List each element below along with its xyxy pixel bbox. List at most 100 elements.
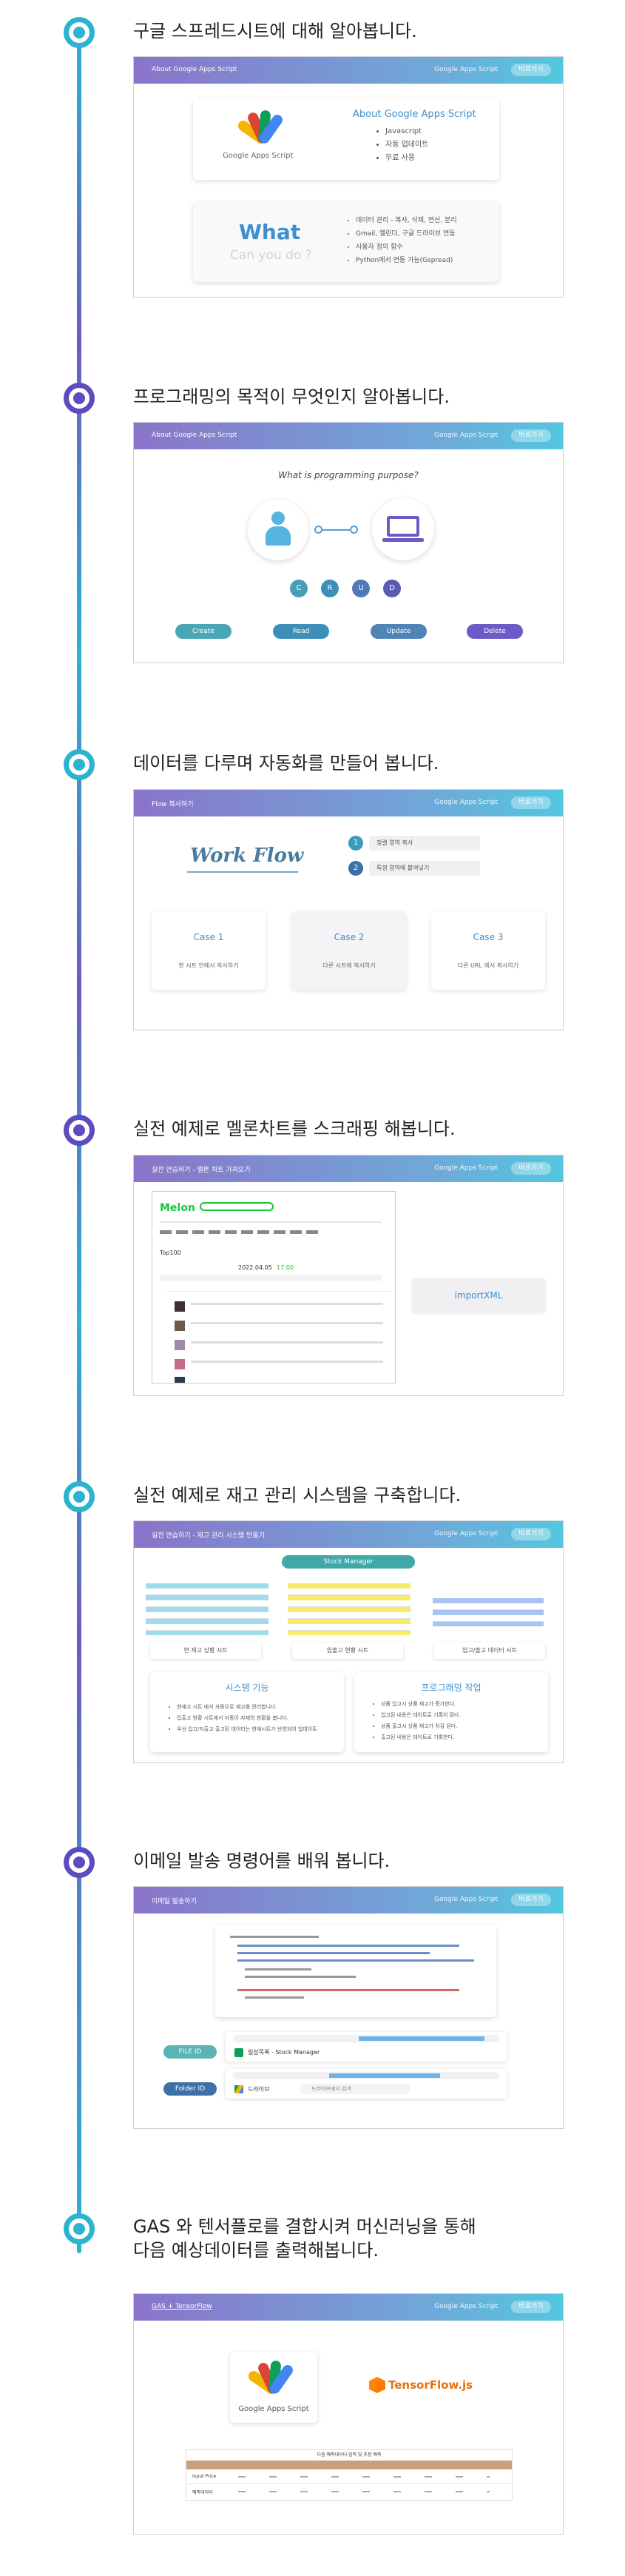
sheet-name: 일상목록 - Stock Manager — [248, 2049, 320, 2056]
shortcut-button[interactable]: 바로가기 — [511, 2301, 551, 2313]
purpose-question: What is programming purpose? — [278, 470, 419, 480]
about-title: About Google Apps Script — [353, 109, 476, 120]
drive-search-input[interactable]: 드라이브에서 검색 — [300, 2084, 411, 2094]
step-2-badge: 2 — [348, 861, 363, 876]
case-desc: 다른 시트에 복사하기 — [322, 962, 376, 969]
feature-item: 입출고 현황 시트에서 자동이 자재의 현황을 봅니다. — [177, 1713, 317, 1724]
card-header: 실전 연습하기 - 재고 관리 시스템 만들기 Google Apps Scri… — [134, 1521, 563, 1548]
sheets-icon — [234, 2048, 243, 2057]
computer-circle — [372, 498, 434, 560]
case-1-card[interactable]: Case 1 한 시트 안에서 복사하기 — [152, 911, 266, 990]
about-item: 무료 사용 — [385, 152, 428, 165]
current-stock-table — [146, 1583, 268, 1635]
row-label-input: Input Price — [192, 2474, 217, 2479]
stock-manager-banner: Stock Manager — [282, 1555, 415, 1569]
task-item: 상품 출고시 상품 재고가 차감 된다. — [381, 1721, 461, 1732]
user-icon — [271, 511, 285, 525]
what-title: What — [239, 220, 301, 244]
timeline-dot-7 — [64, 2213, 95, 2244]
row-label-prediction: 예측데이터 — [192, 2490, 213, 2495]
card-header-right: Google Apps Script — [434, 2303, 498, 2310]
section-title-4: 실전 예제로 멜론차트를 스크래핑 해봅니다. — [133, 1118, 456, 1139]
card-tensorflow: GAS + TensorFlow Google Apps Script 바로가기… — [133, 2293, 564, 2535]
task-item: 출고된 내용은 데이트로 기록한다. — [381, 1732, 461, 1743]
folder-id-button[interactable]: Folder ID — [163, 2082, 217, 2096]
tag-inout-data: 입고/출고 데이터 시트 — [434, 1643, 545, 1659]
gas-logo-icon — [246, 2356, 300, 2398]
update-button[interactable]: Update — [371, 624, 427, 639]
card-header-title: About Google Apps Script — [152, 432, 237, 439]
step-1-badge: 1 — [348, 836, 363, 851]
card-header: About Google Apps Script Google Apps Scr… — [134, 57, 563, 84]
section-title-3: 데이터를 다루며 자동화를 만들어 봅니다. — [133, 753, 439, 774]
card-header-right: Google Apps Script — [434, 1530, 498, 1537]
case-3-card[interactable]: Case 3 다른 URL 에서 복사하기 — [431, 911, 545, 990]
about-list: Javascript 자동 업데이트 무료 사용 — [375, 125, 428, 165]
card-about-gas: About Google Apps Script Google Apps Scr… — [133, 56, 564, 298]
gas-logo-icon — [236, 106, 289, 147]
shortcut-button[interactable]: 바로가기 — [511, 796, 551, 809]
card-header-right: Google Apps Script — [434, 66, 498, 73]
tensorflow-logo-text: TensorFlow.js — [388, 2378, 473, 2392]
what-item: 데이터 관리 - 복사, 삭제, 연산, 분리 — [356, 214, 457, 227]
case-title: Case 1 — [193, 932, 224, 942]
read-button[interactable]: Read — [273, 624, 329, 639]
card-header: GAS + TensorFlow Google Apps Script 바로가기 — [134, 2294, 563, 2321]
card-header-right: Google Apps Script — [434, 1164, 498, 1172]
case-2-card[interactable]: Case 2 다른 시트에 복사하기 — [292, 911, 406, 990]
section-title-1: 구글 스프레드시트에 대해 알아봅니다. — [133, 21, 417, 41]
case-title: Case 3 — [473, 932, 504, 942]
shortcut-button[interactable]: 바로가기 — [511, 1162, 551, 1175]
section-title-7-line2: 다음 예상데이터를 출력해봅니다. — [133, 2240, 379, 2261]
what-box: What Can you do ? 데이터 관리 - 복사, 삭제, 연산, 분… — [193, 202, 499, 282]
section-title-2: 프로그래밍의 목적이 무엇인지 알아봅니다. — [133, 386, 450, 407]
crud-r: R — [321, 580, 339, 597]
section-title-7-line1: GAS 와 텐서플로를 결합시켜 머신러닝을 통해 — [133, 2216, 476, 2237]
melon-screenshot: Melon Top100 2022.04.05 17:00 — [152, 1191, 396, 1383]
sheet-url-bar: 일상목록 - Stock Manager — [226, 2032, 507, 2062]
user-circle — [248, 500, 308, 560]
importxml-button[interactable]: importXML — [412, 1278, 545, 1312]
shortcut-button[interactable]: 바로가기 — [511, 429, 551, 442]
timeline-dot-5 — [64, 1481, 95, 1512]
file-id-button[interactable]: FILE ID — [163, 2045, 217, 2059]
crud-c: C — [290, 580, 308, 597]
gas-logo-box: Google Apps Script — [230, 2352, 317, 2423]
album-thumb — [175, 1377, 185, 1383]
card-melon-chart: 실전 연습하기 - 멜론 차트 가져오기 Google Apps Script … — [133, 1155, 564, 1396]
section-title-6: 이메일 발송 명령어를 배워 봅니다. — [133, 1851, 391, 1871]
album-thumb — [175, 1359, 185, 1369]
melon-search[interactable] — [200, 1202, 274, 1211]
delete-button[interactable]: Delete — [467, 624, 523, 639]
section-title-5: 실전 예제로 재고 관리 시스템을 구축합니다. — [133, 1485, 462, 1506]
card-header-title: 실전 연습하기 - 재고 관리 시스템 만들기 — [152, 1532, 265, 1540]
card-stock-manager: 실전 연습하기 - 재고 관리 시스템 만들기 Google Apps Scri… — [133, 1520, 564, 1763]
programming-tasks-list: 상품 입고시 상품 재고가 증가한다. 입고된 내용은 데이트로 기록이 된다.… — [371, 1699, 461, 1743]
drive-icon — [234, 2085, 243, 2093]
shortcut-button[interactable]: 바로가기 — [511, 64, 551, 76]
tensorflow-icon — [369, 2377, 385, 2393]
task-item: 입고된 내용은 데이트로 기록이 된다. — [381, 1710, 461, 1721]
what-item: 사용자 정의 함수 — [356, 241, 457, 254]
crud-u: U — [352, 580, 370, 597]
case-title: Case 2 — [334, 932, 365, 942]
case-desc: 한 시트 안에서 복사하기 — [178, 962, 239, 969]
workflow-title: Work Flow — [190, 845, 304, 867]
system-features-title: 시스템 기능 — [225, 1683, 269, 1693]
melon-logo: Melon — [160, 1202, 195, 1214]
system-features-list: 현재고 시트 에서 자동으로 재고를 관리합니다. 입출고 현황 시트에서 자동… — [166, 1702, 317, 1735]
create-button[interactable]: Create — [175, 624, 232, 639]
chart-tab: Top100 — [160, 1250, 181, 1256]
shortcut-button[interactable]: 바로가기 — [511, 1528, 551, 1540]
prediction-table: 다음 예측데이터 입력 및 추정 예측 Input Price 예측데이터 — [186, 2449, 513, 2501]
laptop-icon — [387, 516, 419, 537]
shortcut-button[interactable]: 바로가기 — [511, 1894, 551, 1906]
feature-item: 우선 입고/지출고 출고된 데이터는 현재시트가 반영되어 업데이트 — [177, 1724, 317, 1735]
prediction-table-title: 다음 예측데이터 입력 및 추정 예측 — [317, 2452, 382, 2458]
album-thumb — [175, 1321, 185, 1331]
card-header-right: Google Apps Script — [434, 1896, 498, 1903]
what-item: Python에서 연동 가능(Gspread) — [356, 254, 457, 267]
gas-logo-text: Google Apps Script — [223, 152, 294, 160]
timeline-dot-2 — [64, 383, 95, 414]
